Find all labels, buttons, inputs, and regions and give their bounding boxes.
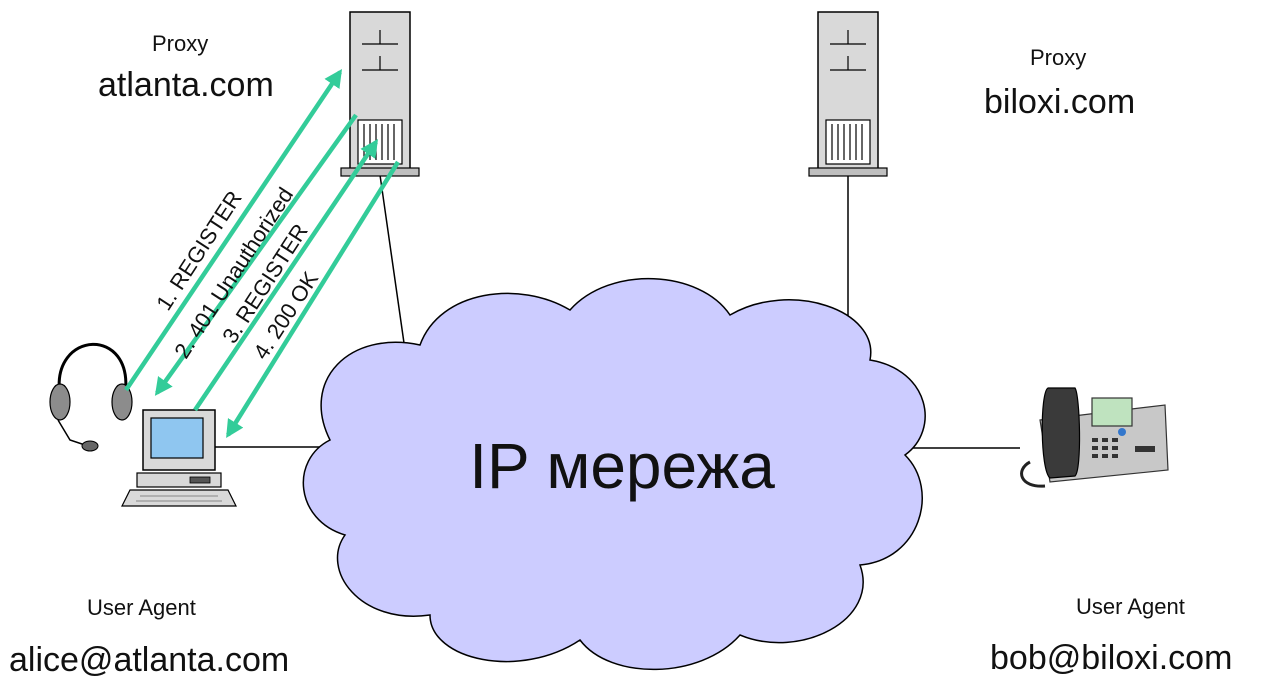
user-agent-bob-address: bob@biloxi.com [990,639,1233,677]
ip-network-cloud [302,277,926,671]
link-proxy-atlanta-cloud [379,174,406,351]
ip-phone-icon [1020,387,1169,488]
message-arrow-1 [124,69,343,392]
message-arrow-3 [193,139,379,412]
cloud-label: IP мережа [469,430,775,502]
computer-icon [121,409,237,507]
message-arrow-4 [226,160,400,439]
message-arrow-2 [154,113,358,396]
user-agent-alice-role: User Agent [87,595,196,620]
proxy-biloxi-domain: biloxi.com [984,83,1136,121]
proxy-biloxi-role: Proxy [1030,45,1087,70]
headset-icon [49,342,133,452]
user-agent-bob-role: User Agent [1076,594,1185,619]
user-agent-alice-address: alice@atlanta.com [9,641,290,679]
server-icon [808,11,888,177]
proxy-atlanta-domain: atlanta.com [98,66,274,104]
proxy-atlanta-role: Proxy [152,31,209,56]
server-icon [340,11,420,177]
